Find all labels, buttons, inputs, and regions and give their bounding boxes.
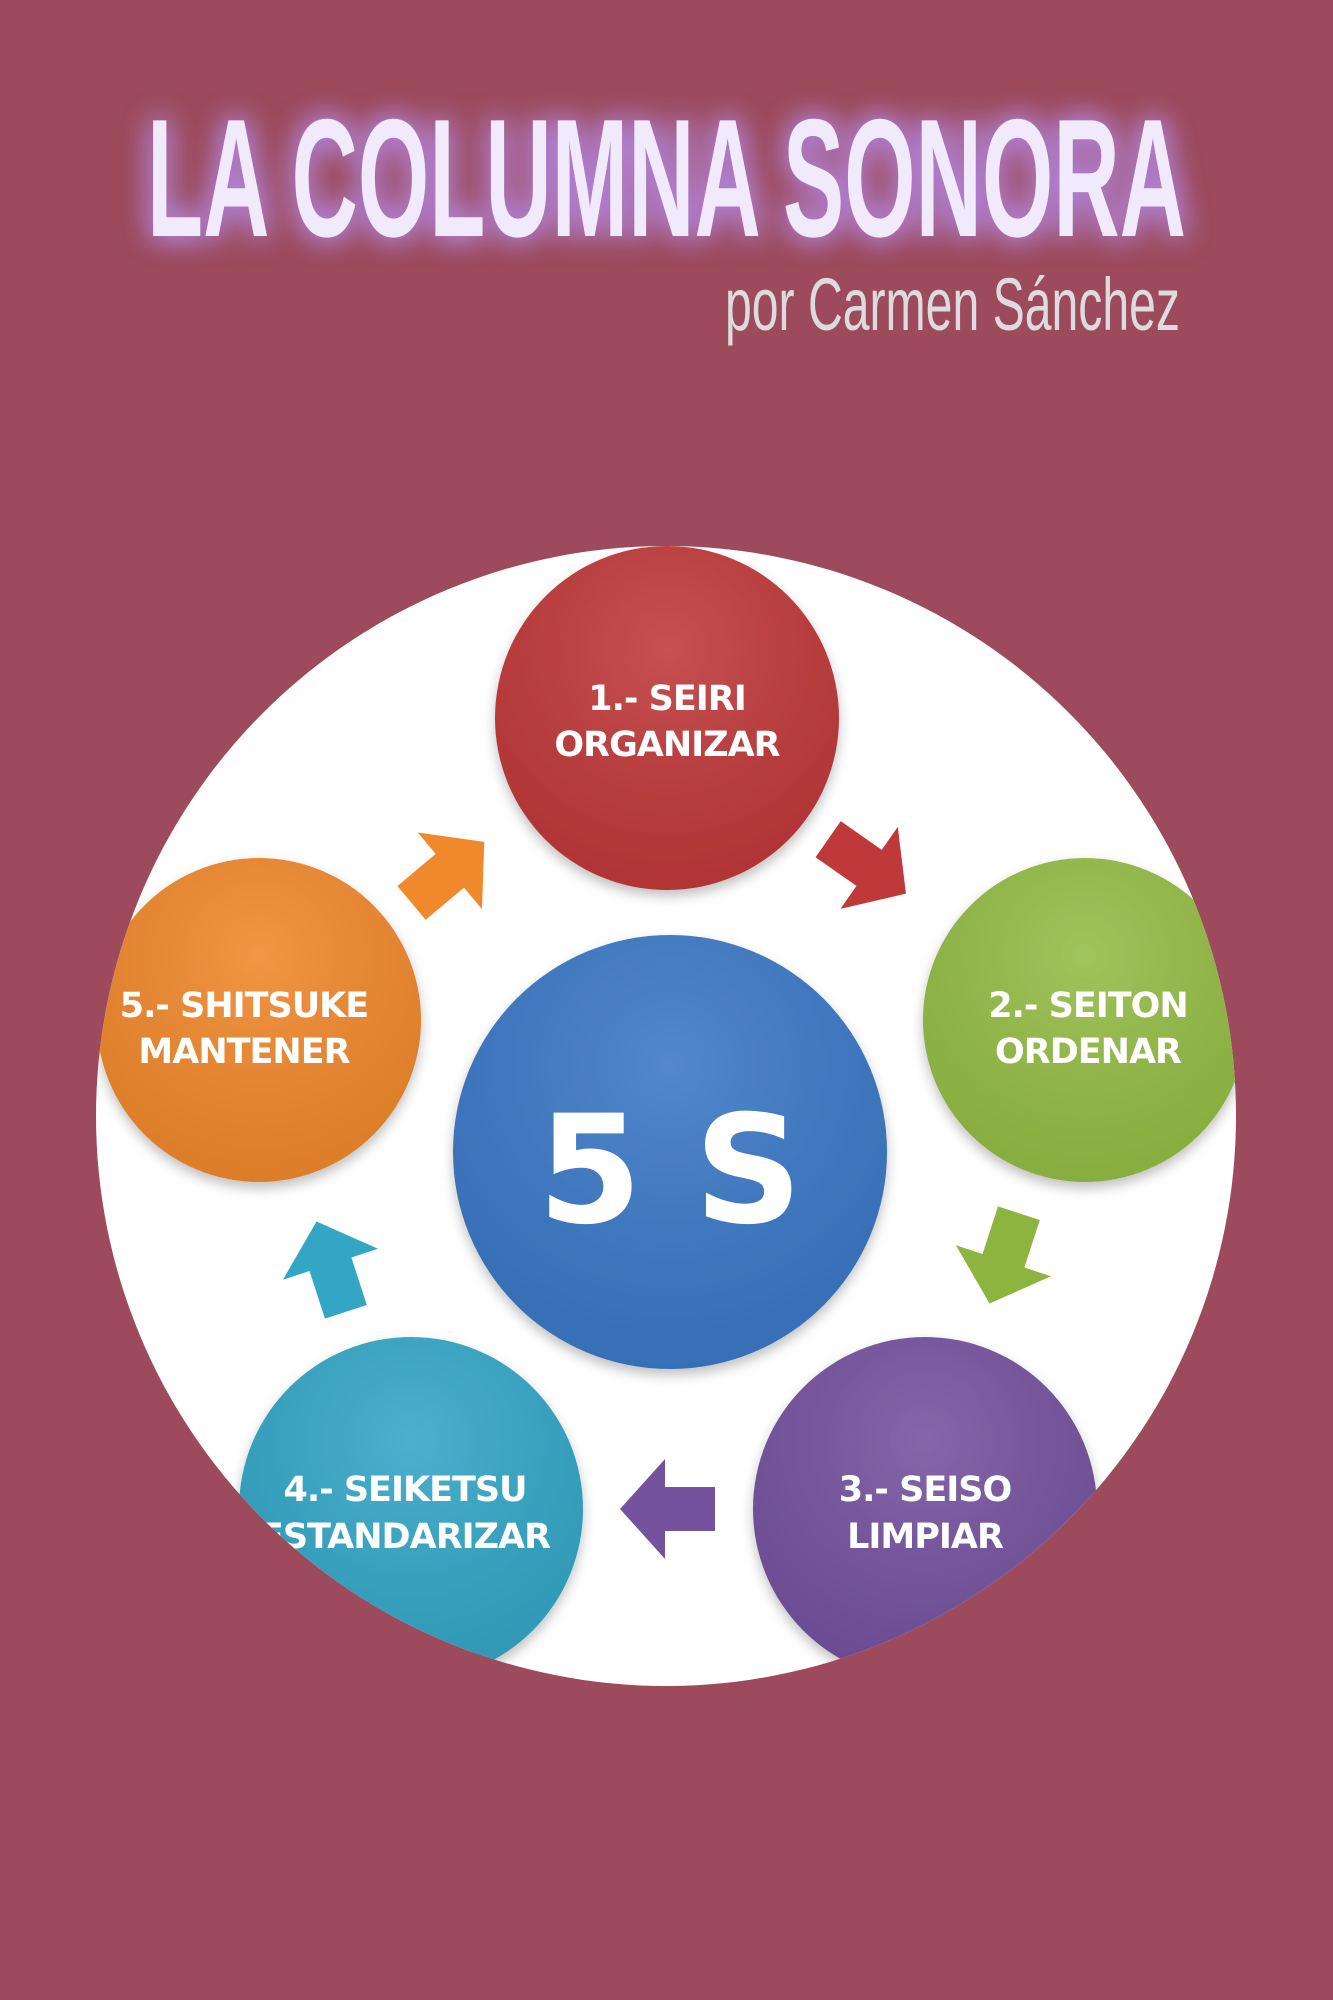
- step-1-seiri: 1.- SEIRI ORGANIZAR: [495, 546, 839, 890]
- center-label: 5 S: [538, 1084, 803, 1258]
- step-1-subtitle: ORGANIZAR: [554, 725, 780, 765]
- step-2-seiton: 2.- SEITON ORDENAR: [923, 858, 1236, 1182]
- step-4-seiketsu: 4.- SEIKETSU ESTANDARIZAR: [239, 1337, 583, 1681]
- author-byline: por Carmen Sánchez: [725, 263, 1180, 346]
- step-1-title: 1.- SEIRI: [588, 679, 745, 719]
- step-2-title: 2.- SEITON: [988, 986, 1187, 1026]
- step-5-title: 5.- SHITSUKE: [120, 986, 368, 1026]
- step-5-shitsuke: 5.- SHITSUKE MANTENER: [97, 858, 421, 1182]
- center-5s: 5 S: [453, 935, 887, 1369]
- step-4-title: 4.- SEIKETSU: [283, 1470, 526, 1510]
- step-4-subtitle: ESTANDARIZAR: [260, 1517, 551, 1557]
- step-2-subtitle: ORDENAR: [995, 1032, 1182, 1072]
- step-3-seiso: 3.- SEISO LIMPIAR: [753, 1337, 1097, 1681]
- step-5-subtitle: MANTENER: [138, 1032, 350, 1072]
- step-3-title: 3.- SEISO: [839, 1470, 1011, 1510]
- step-3-subtitle: LIMPIAR: [847, 1517, 1004, 1557]
- page-title: LA COLUMNA SONORA: [147, 84, 1186, 272]
